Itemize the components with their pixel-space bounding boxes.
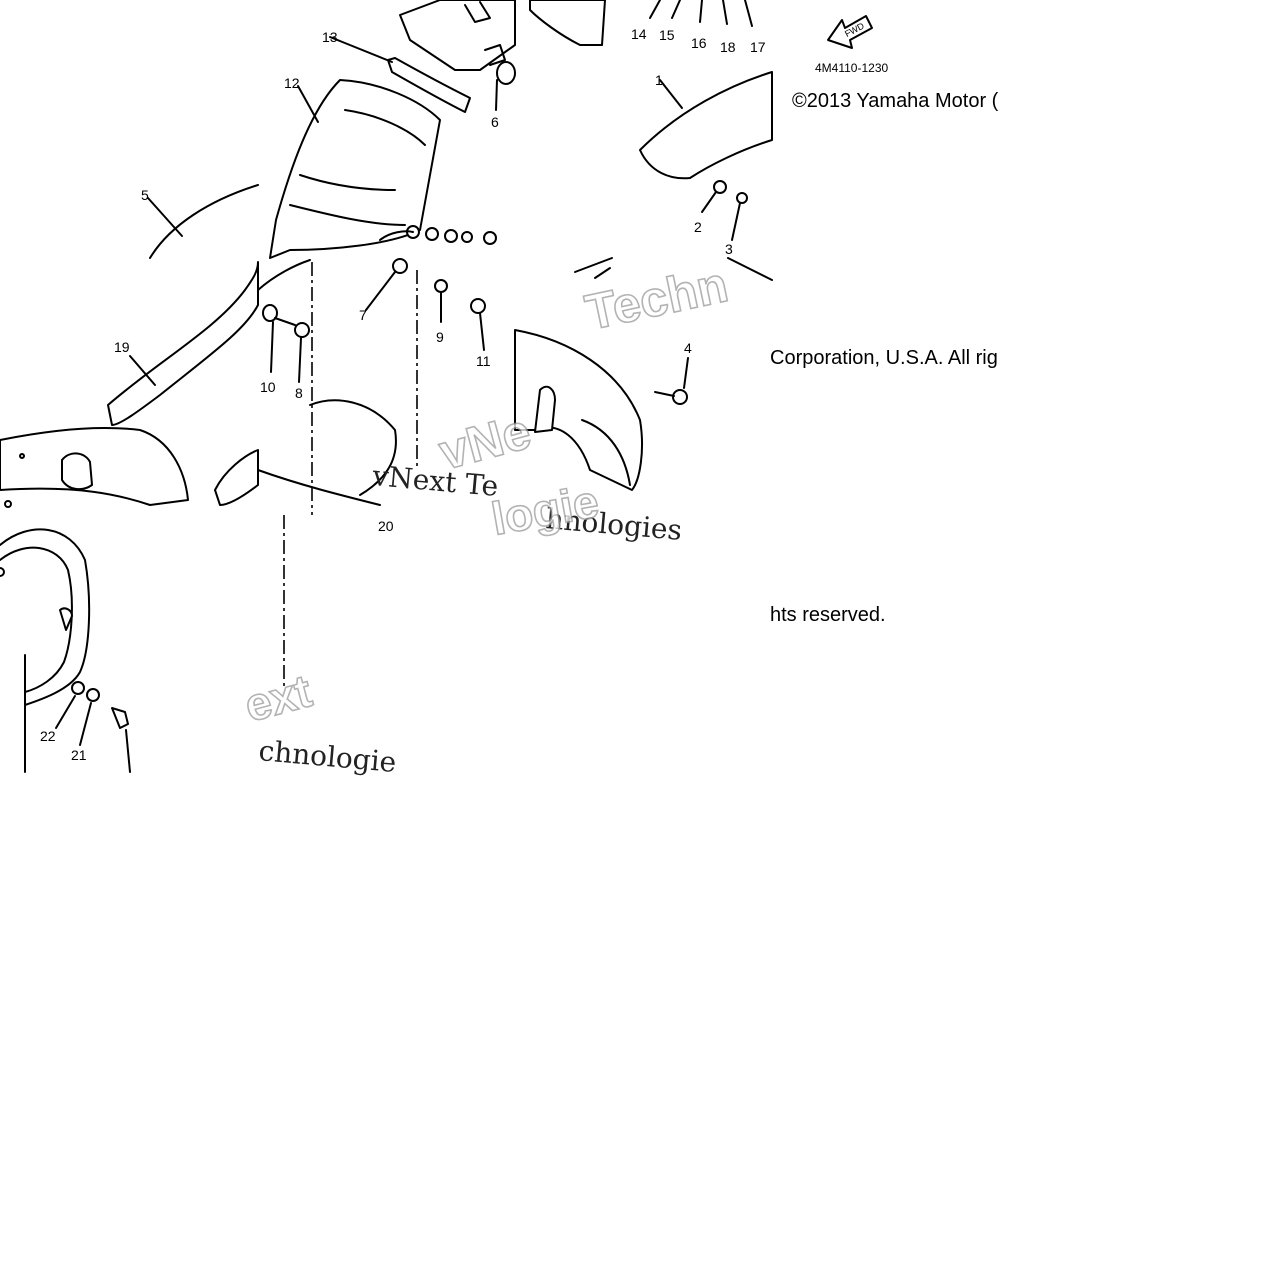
watermark-segment-5: ext bbox=[239, 664, 317, 731]
leader-5 bbox=[147, 197, 183, 237]
fwd-arrow bbox=[827, 15, 873, 49]
callout-10: 10 bbox=[260, 379, 276, 395]
callout-20: 20 bbox=[378, 518, 394, 534]
tile-center-right bbox=[514, 257, 689, 491]
diagram-code: 4M4110-1230 bbox=[815, 61, 888, 75]
watermark-segment-6: chnologie bbox=[257, 734, 397, 779]
callout-12: 12 bbox=[284, 75, 300, 91]
watermark-segment-1: Techn bbox=[581, 256, 733, 341]
callout-5: 5 bbox=[141, 187, 149, 203]
callout-2: 2 bbox=[694, 219, 702, 235]
callout-13: 13 bbox=[322, 29, 338, 45]
callout-8: 8 bbox=[295, 385, 303, 401]
callout-9: 9 bbox=[436, 329, 444, 345]
copyright-segment-3: hts reserved. bbox=[770, 604, 886, 626]
tile-top-far-right: FWD 4M4110-1230 ©2013 Yamaha Motor ( bbox=[792, 15, 999, 112]
tile-mid-left bbox=[0, 261, 259, 508]
tile-center bbox=[257, 258, 486, 515]
callout-21: 21 bbox=[71, 747, 87, 763]
tile-top-middle bbox=[269, 0, 516, 259]
part-grommet-6 bbox=[496, 61, 516, 85]
tile-bottom-right: hts reserved. bbox=[770, 604, 886, 626]
callout-7: 7 bbox=[359, 307, 367, 323]
copyright-segment-2: Corporation, U.S.A. All rig bbox=[770, 347, 998, 369]
part-guard-frame bbox=[0, 528, 91, 706]
hardware-row bbox=[379, 225, 497, 245]
part-fender-20-outline bbox=[309, 399, 397, 496]
callout-18: 18 bbox=[720, 39, 736, 55]
callout-19: 19 bbox=[114, 339, 130, 355]
callout-16: 16 bbox=[691, 35, 707, 51]
callout-17: 17 bbox=[750, 39, 766, 55]
tile-top-right bbox=[529, 0, 773, 281]
callout-3: 3 bbox=[725, 241, 733, 257]
tile-mid-right: Corporation, U.S.A. All rig bbox=[770, 347, 998, 369]
callout-numbers: 1 2 3 4 5 6 7 8 9 10 11 12 13 14 15 16 1… bbox=[40, 26, 766, 763]
part-front-fender-lower bbox=[514, 329, 643, 491]
callout-15: 15 bbox=[659, 27, 675, 43]
part-bracket-19 bbox=[107, 261, 259, 426]
tile-bottom-left bbox=[0, 528, 131, 773]
rear-fender-5-outline bbox=[149, 184, 259, 259]
callout-1: 1 bbox=[655, 72, 663, 88]
copyright-segment-1: ©2013 Yamaha Motor ( bbox=[792, 90, 999, 112]
watermark: Techn vNe vNext Te hnologies ext chnolog… bbox=[238, 255, 733, 779]
callout-4: 4 bbox=[684, 340, 692, 356]
callout-14: 14 bbox=[631, 26, 647, 42]
callout-11: 11 bbox=[476, 353, 491, 369]
part-dark-piece bbox=[529, 0, 606, 46]
part-top-cover bbox=[399, 0, 516, 71]
part-rear-fender-lower bbox=[0, 427, 189, 506]
tile-top-left bbox=[147, 184, 259, 259]
callout-22: 22 bbox=[40, 728, 56, 744]
part-fender-12 bbox=[269, 79, 441, 259]
part-front-fender-1 bbox=[639, 71, 773, 180]
part-band-13 bbox=[387, 57, 471, 113]
callout-6: 6 bbox=[491, 114, 499, 130]
